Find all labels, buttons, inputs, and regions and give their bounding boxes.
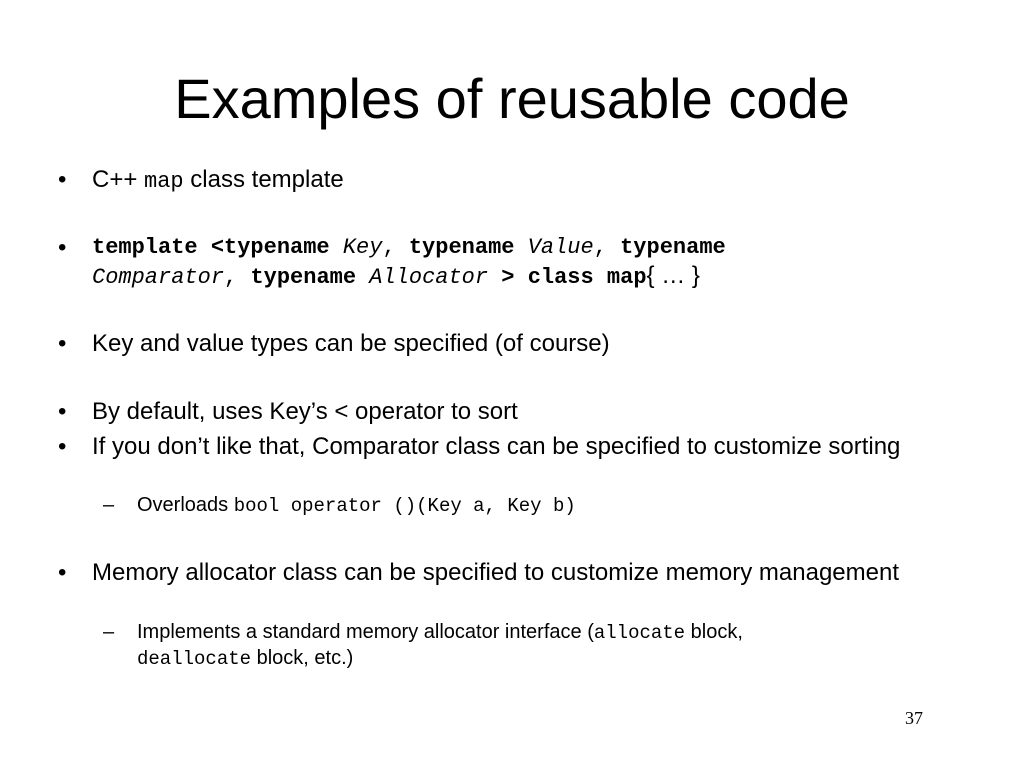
bullet-dot-icon: • xyxy=(58,330,67,357)
bullet-dot-icon: • xyxy=(58,559,67,586)
dash-icon: – xyxy=(103,494,115,516)
bullet-text: C++ map class template xyxy=(92,166,344,194)
bullet-text: Key and value types can be specified (of… xyxy=(92,330,610,357)
dash-icon: – xyxy=(103,621,115,643)
bullet-dot-icon: • xyxy=(58,234,67,261)
code-map: map xyxy=(144,169,184,194)
bullet-text: By default, uses Key’s < operator to sor… xyxy=(92,398,518,425)
page-number: 37 xyxy=(905,708,923,728)
bullet-text: Memory allocator class can be specified … xyxy=(92,559,899,586)
slide-title: Examples of reusable code xyxy=(174,67,850,130)
bullet-dot-icon: • xyxy=(58,398,67,425)
code-deallocate: deallocate xyxy=(137,648,252,670)
template-signature-code: template <typename Key, typename Value, … xyxy=(92,235,726,290)
code-operator: bool operator ()(Key a, Key b) xyxy=(233,495,576,517)
bullet-dot-icon: • xyxy=(58,166,67,193)
bullet-text: If you don’t like that, Comparator class… xyxy=(92,433,901,460)
bullet-dot-icon: • xyxy=(58,433,67,460)
subbullet-text: Implements a standard memory allocator i… xyxy=(137,621,743,670)
subbullet-text: Overloads bool operator ()(Key a, Key b) xyxy=(137,494,576,517)
code-allocate: allocate xyxy=(593,622,686,644)
